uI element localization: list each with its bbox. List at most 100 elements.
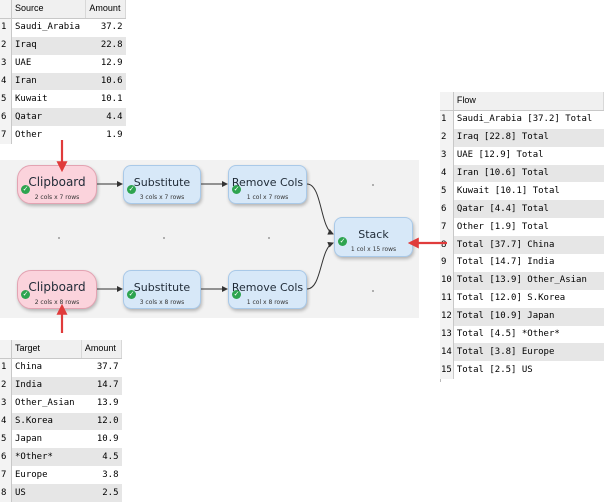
row-index: 4 bbox=[0, 72, 12, 91]
row-index: 5 bbox=[0, 90, 12, 109]
table-cell[interactable]: Saudi_Arabia bbox=[15, 22, 81, 33]
row-index: 6 bbox=[0, 108, 12, 127]
table-cell[interactable]: 4.4 bbox=[85, 108, 126, 127]
table-cell[interactable]: Kuwait [10.1] Total bbox=[456, 185, 560, 196]
substitute-node-top[interactable]: ✓ Substitute 3 cols x 7 rows bbox=[123, 165, 201, 204]
table-cell[interactable]: 12.9 bbox=[100, 58, 123, 69]
row-index: 3 bbox=[0, 54, 12, 73]
table-cell[interactable]: Total [2.5] US bbox=[456, 364, 533, 375]
table-cell[interactable]: Europe bbox=[15, 469, 48, 480]
table-cell[interactable]: 2.5 bbox=[81, 484, 122, 502]
table-cell[interactable]: 22.8 bbox=[85, 36, 126, 55]
table-cell[interactable]: Total [12.0] S.Korea bbox=[456, 293, 566, 304]
table-cell[interactable]: 1.9 bbox=[106, 129, 123, 140]
column-header[interactable]: Flow bbox=[453, 92, 604, 111]
grid-dot bbox=[372, 184, 374, 186]
table-cell[interactable]: 10.1 bbox=[100, 93, 123, 104]
table-cell[interactable]: Total [10.9] Japan bbox=[453, 307, 604, 326]
table-cell[interactable]: 10.9 bbox=[96, 433, 119, 444]
table-cell[interactable]: S.Korea bbox=[11, 412, 82, 431]
workflow-canvas[interactable]: ✓ Clipboard 2 cols x 7 rows ✓ Substitute… bbox=[0, 160, 419, 318]
table-cell[interactable]: Iran [10.6] Total bbox=[453, 164, 604, 183]
table-cell[interactable]: Total [37.7] China bbox=[453, 236, 604, 255]
table-cell[interactable]: 37.2 bbox=[100, 22, 123, 33]
table-cell[interactable]: Other bbox=[15, 129, 43, 140]
table-cell[interactable]: Saudi_Arabia [37.2] Total bbox=[456, 114, 593, 125]
table-cell[interactable]: Other_Asian bbox=[15, 398, 75, 409]
row-index: 13 bbox=[440, 325, 454, 344]
table-cell[interactable]: 3.8 bbox=[102, 469, 119, 480]
table-cell[interactable]: Qatar [4.4] Total bbox=[453, 200, 604, 219]
table-row[interactable]: 6*Other*4.5 bbox=[0, 448, 122, 467]
substitute-node-bottom[interactable]: ✓ Substitute 3 cols x 8 rows bbox=[123, 270, 201, 309]
table-cell[interactable]: 4.5 bbox=[81, 448, 122, 467]
table-cell[interactable]: Total [4.5] *Other* bbox=[456, 329, 560, 340]
row-index: 6 bbox=[440, 200, 454, 219]
table-cell[interactable]: Japan bbox=[15, 433, 43, 444]
table-cell[interactable]: *Other* bbox=[11, 448, 82, 467]
table-cell[interactable]: 37.7 bbox=[96, 362, 119, 373]
table-cell[interactable]: India bbox=[11, 376, 82, 395]
column-header[interactable]: Source bbox=[11, 0, 87, 19]
table-cell[interactable]: China bbox=[15, 362, 43, 373]
column-header[interactable]: Target bbox=[11, 340, 82, 359]
table-cell[interactable]: 13.9 bbox=[96, 398, 119, 409]
table-cell[interactable]: UAE bbox=[15, 58, 32, 69]
table-cell[interactable]: Iraq bbox=[11, 36, 86, 55]
stack-node[interactable]: ✓ Stack 1 col x 15 rows bbox=[334, 217, 413, 257]
table-cell[interactable]: 12.0 bbox=[81, 412, 122, 431]
remove-cols-node-bottom[interactable]: ✓ Remove Cols 1 col x 8 rows bbox=[228, 270, 307, 309]
row-index: 8 bbox=[440, 236, 454, 255]
node-subtitle: 1 col x 15 rows bbox=[350, 246, 397, 253]
table-cell[interactable]: Other [1.9] Total bbox=[456, 221, 549, 232]
table-cell[interactable]: Total [3.8] Europe bbox=[453, 343, 604, 362]
table-cell[interactable]: Total [13.9] Other_Asian bbox=[453, 271, 604, 290]
table-cell[interactable]: 14.7 bbox=[81, 376, 122, 395]
clipboard-node-top[interactable]: ✓ Clipboard 2 cols x 7 rows bbox=[17, 165, 97, 204]
table-cell[interactable]: Iran bbox=[11, 72, 86, 91]
column-header[interactable]: Amount bbox=[81, 340, 123, 359]
table-cell[interactable]: UAE [12.9] Total bbox=[456, 150, 544, 161]
table-cell[interactable]: US bbox=[11, 484, 82, 502]
clipboard-node-bottom[interactable]: ✓ Clipboard 2 cols x 8 rows bbox=[17, 270, 97, 309]
remove-cols-node-top[interactable]: ✓ Remove Cols 1 col x 7 rows bbox=[228, 165, 307, 204]
table-cell[interactable]: Iraq [22.8] Total bbox=[453, 128, 604, 147]
table-cell[interactable]: 10.6 bbox=[85, 72, 126, 91]
table-cell[interactable]: Qatar bbox=[11, 108, 86, 127]
table-cell[interactable]: Kuwait bbox=[15, 93, 48, 104]
column-header[interactable]: Amount bbox=[85, 0, 126, 19]
row-index: 5 bbox=[440, 182, 454, 201]
table-cell[interactable]: Total [14.7] India bbox=[456, 257, 555, 268]
